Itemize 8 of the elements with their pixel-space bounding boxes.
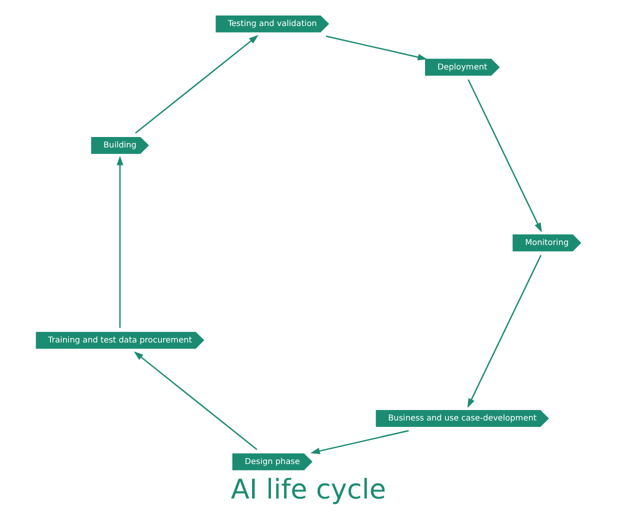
arrow bbox=[326, 35, 428, 60]
arrow bbox=[116, 155, 124, 328]
arrow bbox=[134, 350, 258, 450]
arrow bbox=[310, 430, 409, 454]
arrow bbox=[467, 254, 542, 408]
diagram-title: AI life cycle bbox=[230, 474, 386, 505]
arrow bbox=[468, 78, 542, 232]
arrow bbox=[135, 34, 258, 134]
